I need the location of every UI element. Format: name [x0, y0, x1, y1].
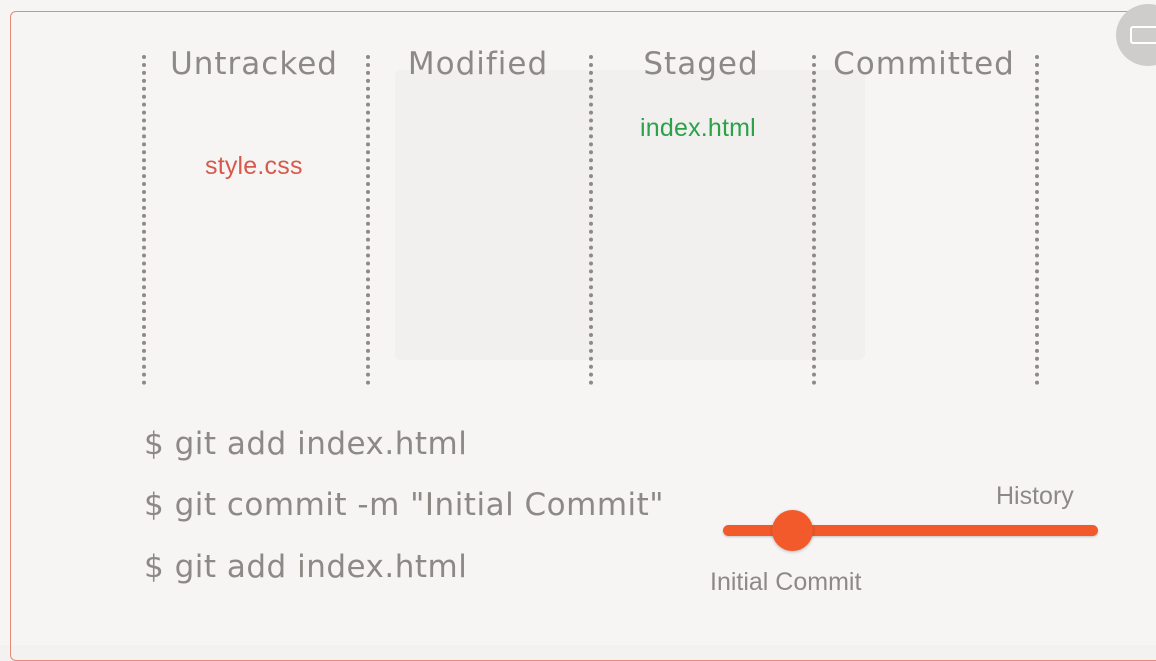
window-icon: [1130, 26, 1156, 44]
column-staged-heading: Staged: [643, 46, 759, 82]
untracked-file: style.css: [205, 152, 303, 180]
column-divider: [366, 55, 370, 385]
staged-file: index.html: [640, 114, 756, 142]
command-line: $ git commit -m "Initial Commit": [144, 487, 665, 523]
background-image: [395, 70, 865, 360]
command-line: $ git add index.html: [144, 426, 468, 462]
history-timeline: [723, 525, 1098, 536]
column-divider: [589, 55, 593, 385]
command-line: $ git add index.html: [144, 549, 468, 585]
slide: Untracked Modified Staged Committed styl…: [10, 4, 1156, 661]
commit-node[interactable]: [772, 510, 813, 551]
column-modified-heading: Modified: [407, 46, 549, 82]
column-divider: [1035, 55, 1039, 385]
column-committed-heading: Committed: [833, 46, 1015, 82]
commit-label: Initial Commit: [710, 568, 862, 596]
history-label: History: [996, 482, 1074, 510]
column-divider: [812, 55, 816, 385]
column-untracked-heading: Untracked: [170, 46, 338, 82]
column-divider: [142, 55, 146, 385]
